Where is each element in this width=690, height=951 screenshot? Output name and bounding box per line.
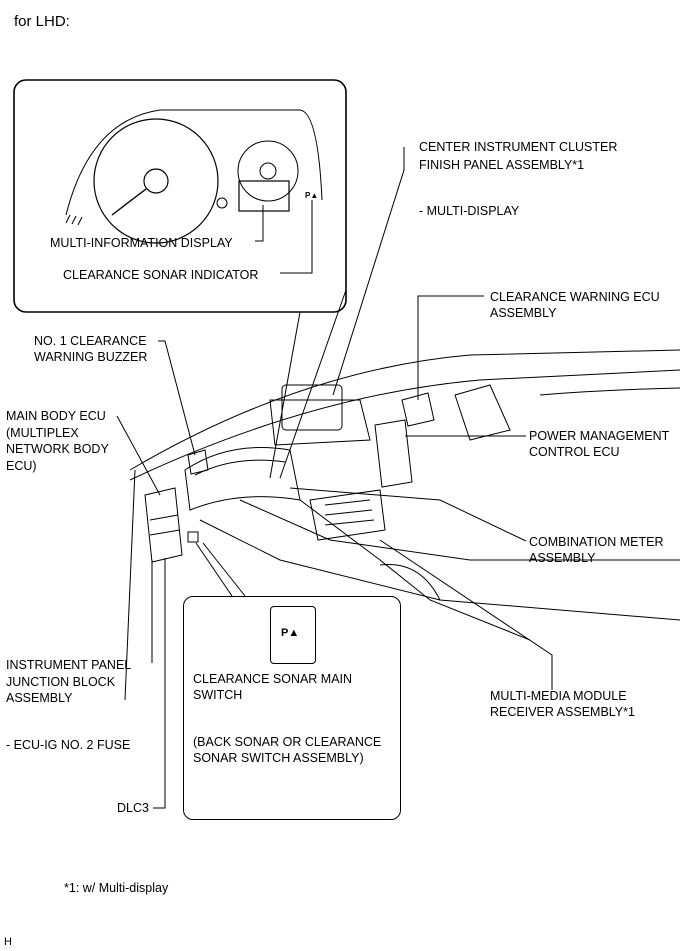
leader-mm-receiver	[379, 539, 553, 690]
leader-center-panel	[332, 147, 405, 396]
footnote: *1: w/ Multi-display	[64, 881, 169, 895]
combination-meter-body	[184, 447, 301, 511]
speedometer-dial	[93, 118, 219, 244]
leader-inset-to-meter-1	[269, 311, 301, 479]
label-ip-junction-3: ASSEMBLY	[6, 691, 73, 705]
label-warning-ecu-2: ASSEMBLY	[490, 306, 557, 320]
console-side	[299, 499, 531, 641]
sonar-switch-inset: P▲	[183, 596, 401, 820]
dash-left-pillar	[124, 469, 136, 701]
label-ip-junction-2: JUNCTION BLOCK	[6, 675, 116, 689]
label-warning-ecu-1: CLEARANCE WARNING ECU	[490, 290, 660, 304]
leader-buzzer	[158, 340, 196, 456]
multimedia-buttons	[324, 499, 375, 526]
label-mm-receiver-1: MULTI-MEDIA MODULE	[490, 689, 627, 703]
label-center-panel-1: CENTER INSTRUMENT CLUSTER	[419, 140, 618, 154]
label-sonar-switch-3: (BACK SONAR OR CLEARANCE	[193, 735, 382, 749]
tachometer-dial	[237, 140, 299, 202]
leader-inset-to-meter-2	[279, 289, 347, 479]
dash-top-edge	[129, 349, 681, 471]
label-multi-info-display: MULTI-INFORMATION DISPLAY	[50, 236, 233, 250]
gear-area	[379, 563, 441, 601]
label-ip-junction-1: INSTRUMENT PANEL	[6, 658, 132, 672]
dash-right-contour	[539, 387, 681, 396]
label-main-body-1: MAIN BODY ECU	[6, 409, 106, 423]
label-main-body-3: NETWORK BODY	[6, 442, 109, 456]
junction-block-body	[144, 487, 183, 563]
leader-main-body	[116, 415, 161, 496]
tachometer-hub	[259, 162, 277, 180]
label-main-body-4: ECU)	[6, 459, 37, 473]
label-sonar-switch-2: SWITCH	[193, 688, 243, 702]
leader-switch-inset-1	[202, 542, 246, 597]
center-display-unit	[281, 384, 343, 431]
label-dlc3: DLC3	[117, 801, 149, 815]
leader-multi-info	[255, 205, 264, 242]
label-combo-meter-1: COMBINATION METER	[529, 535, 664, 549]
leader-switch-inset-2	[195, 542, 233, 597]
label-sonar-switch-1: CLEARANCE SONAR MAIN	[193, 672, 353, 686]
meter-hood-outline	[65, 109, 323, 216]
right-vent	[454, 384, 511, 441]
label-main-body-2: (MULTIPLEX	[6, 426, 79, 440]
sonar-indicator-icon: P▲	[305, 191, 318, 200]
meter-inset-frame	[13, 79, 347, 313]
label-center-panel-2: FINISH PANEL ASSEMBLY*1	[419, 158, 585, 172]
leader-dlc3	[153, 558, 166, 809]
label-buzzer-1: NO. 1 CLEARANCE	[34, 334, 147, 348]
dash-top-edge-2	[129, 369, 681, 481]
leader-sonar-indicator	[280, 200, 313, 274]
buzzer-part	[187, 449, 209, 475]
label-multi-display: - MULTI-DISPLAY	[419, 204, 520, 218]
sonar-switch-icon: P▲	[281, 627, 300, 639]
corner-mark: H	[4, 936, 12, 948]
multimedia-unit	[309, 489, 386, 541]
label-buzzer-2: WARNING BUZZER	[34, 350, 148, 364]
power-mgmt-ecu-body	[374, 419, 413, 488]
warning-ecu-body	[401, 392, 435, 427]
trip-knob	[216, 197, 228, 209]
page-title: for LHD:	[14, 13, 70, 30]
label-power-mgmt-1: POWER MANAGEMENT	[529, 429, 670, 443]
label-sonar-switch-4: SONAR SWITCH ASSEMBLY)	[193, 751, 364, 765]
label-combo-meter-2: ASSEMBLY	[529, 551, 596, 565]
console-edge	[239, 499, 680, 561]
leader-combo-meter	[289, 487, 527, 542]
center-display-bezel	[269, 399, 371, 446]
meter-hatching	[65, 214, 83, 226]
junction-block-lines	[149, 514, 181, 536]
dash-lower-edge	[199, 519, 681, 621]
speedometer-hub	[143, 168, 169, 194]
leader-warning-ecu	[417, 295, 484, 400]
multi-info-display-screen	[238, 180, 290, 212]
sonar-switch-part	[187, 531, 199, 543]
speedometer-needle	[111, 188, 147, 216]
label-mm-receiver-2: RECEIVER ASSEMBLY*1	[490, 705, 635, 719]
label-power-mgmt-2: CONTROL ECU	[529, 445, 620, 459]
label-sonar-indicator: CLEARANCE SONAR INDICATOR	[63, 268, 259, 282]
label-ecu-ig-fuse: - ECU-IG NO. 2 FUSE	[6, 738, 131, 752]
sonar-switch-button: P▲	[270, 606, 316, 664]
